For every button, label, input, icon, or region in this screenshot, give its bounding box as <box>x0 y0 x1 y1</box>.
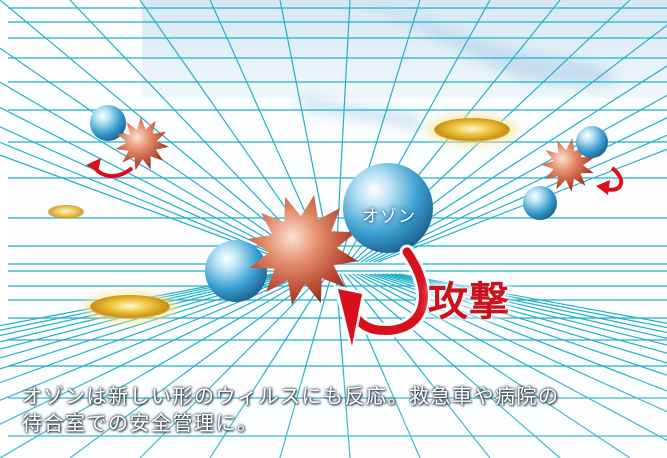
capsule-particles <box>48 113 518 324</box>
caption-line-2: 待合室での安全管理に。 <box>22 411 259 435</box>
central-reaction <box>205 163 433 354</box>
molecule-top-left <box>86 105 169 178</box>
ozone-label: オゾン <box>362 207 416 227</box>
caption-line-1: オゾンは新しい形のウィルスにも反応。救急車や病院の <box>22 384 560 408</box>
caption-text: オゾンは新しい形のウィルスにも反応。救急車や病院の 待合室での安全管理に。 <box>22 383 652 437</box>
attack-label: 攻撃 <box>428 279 510 325</box>
molecule-top-right <box>523 126 624 220</box>
